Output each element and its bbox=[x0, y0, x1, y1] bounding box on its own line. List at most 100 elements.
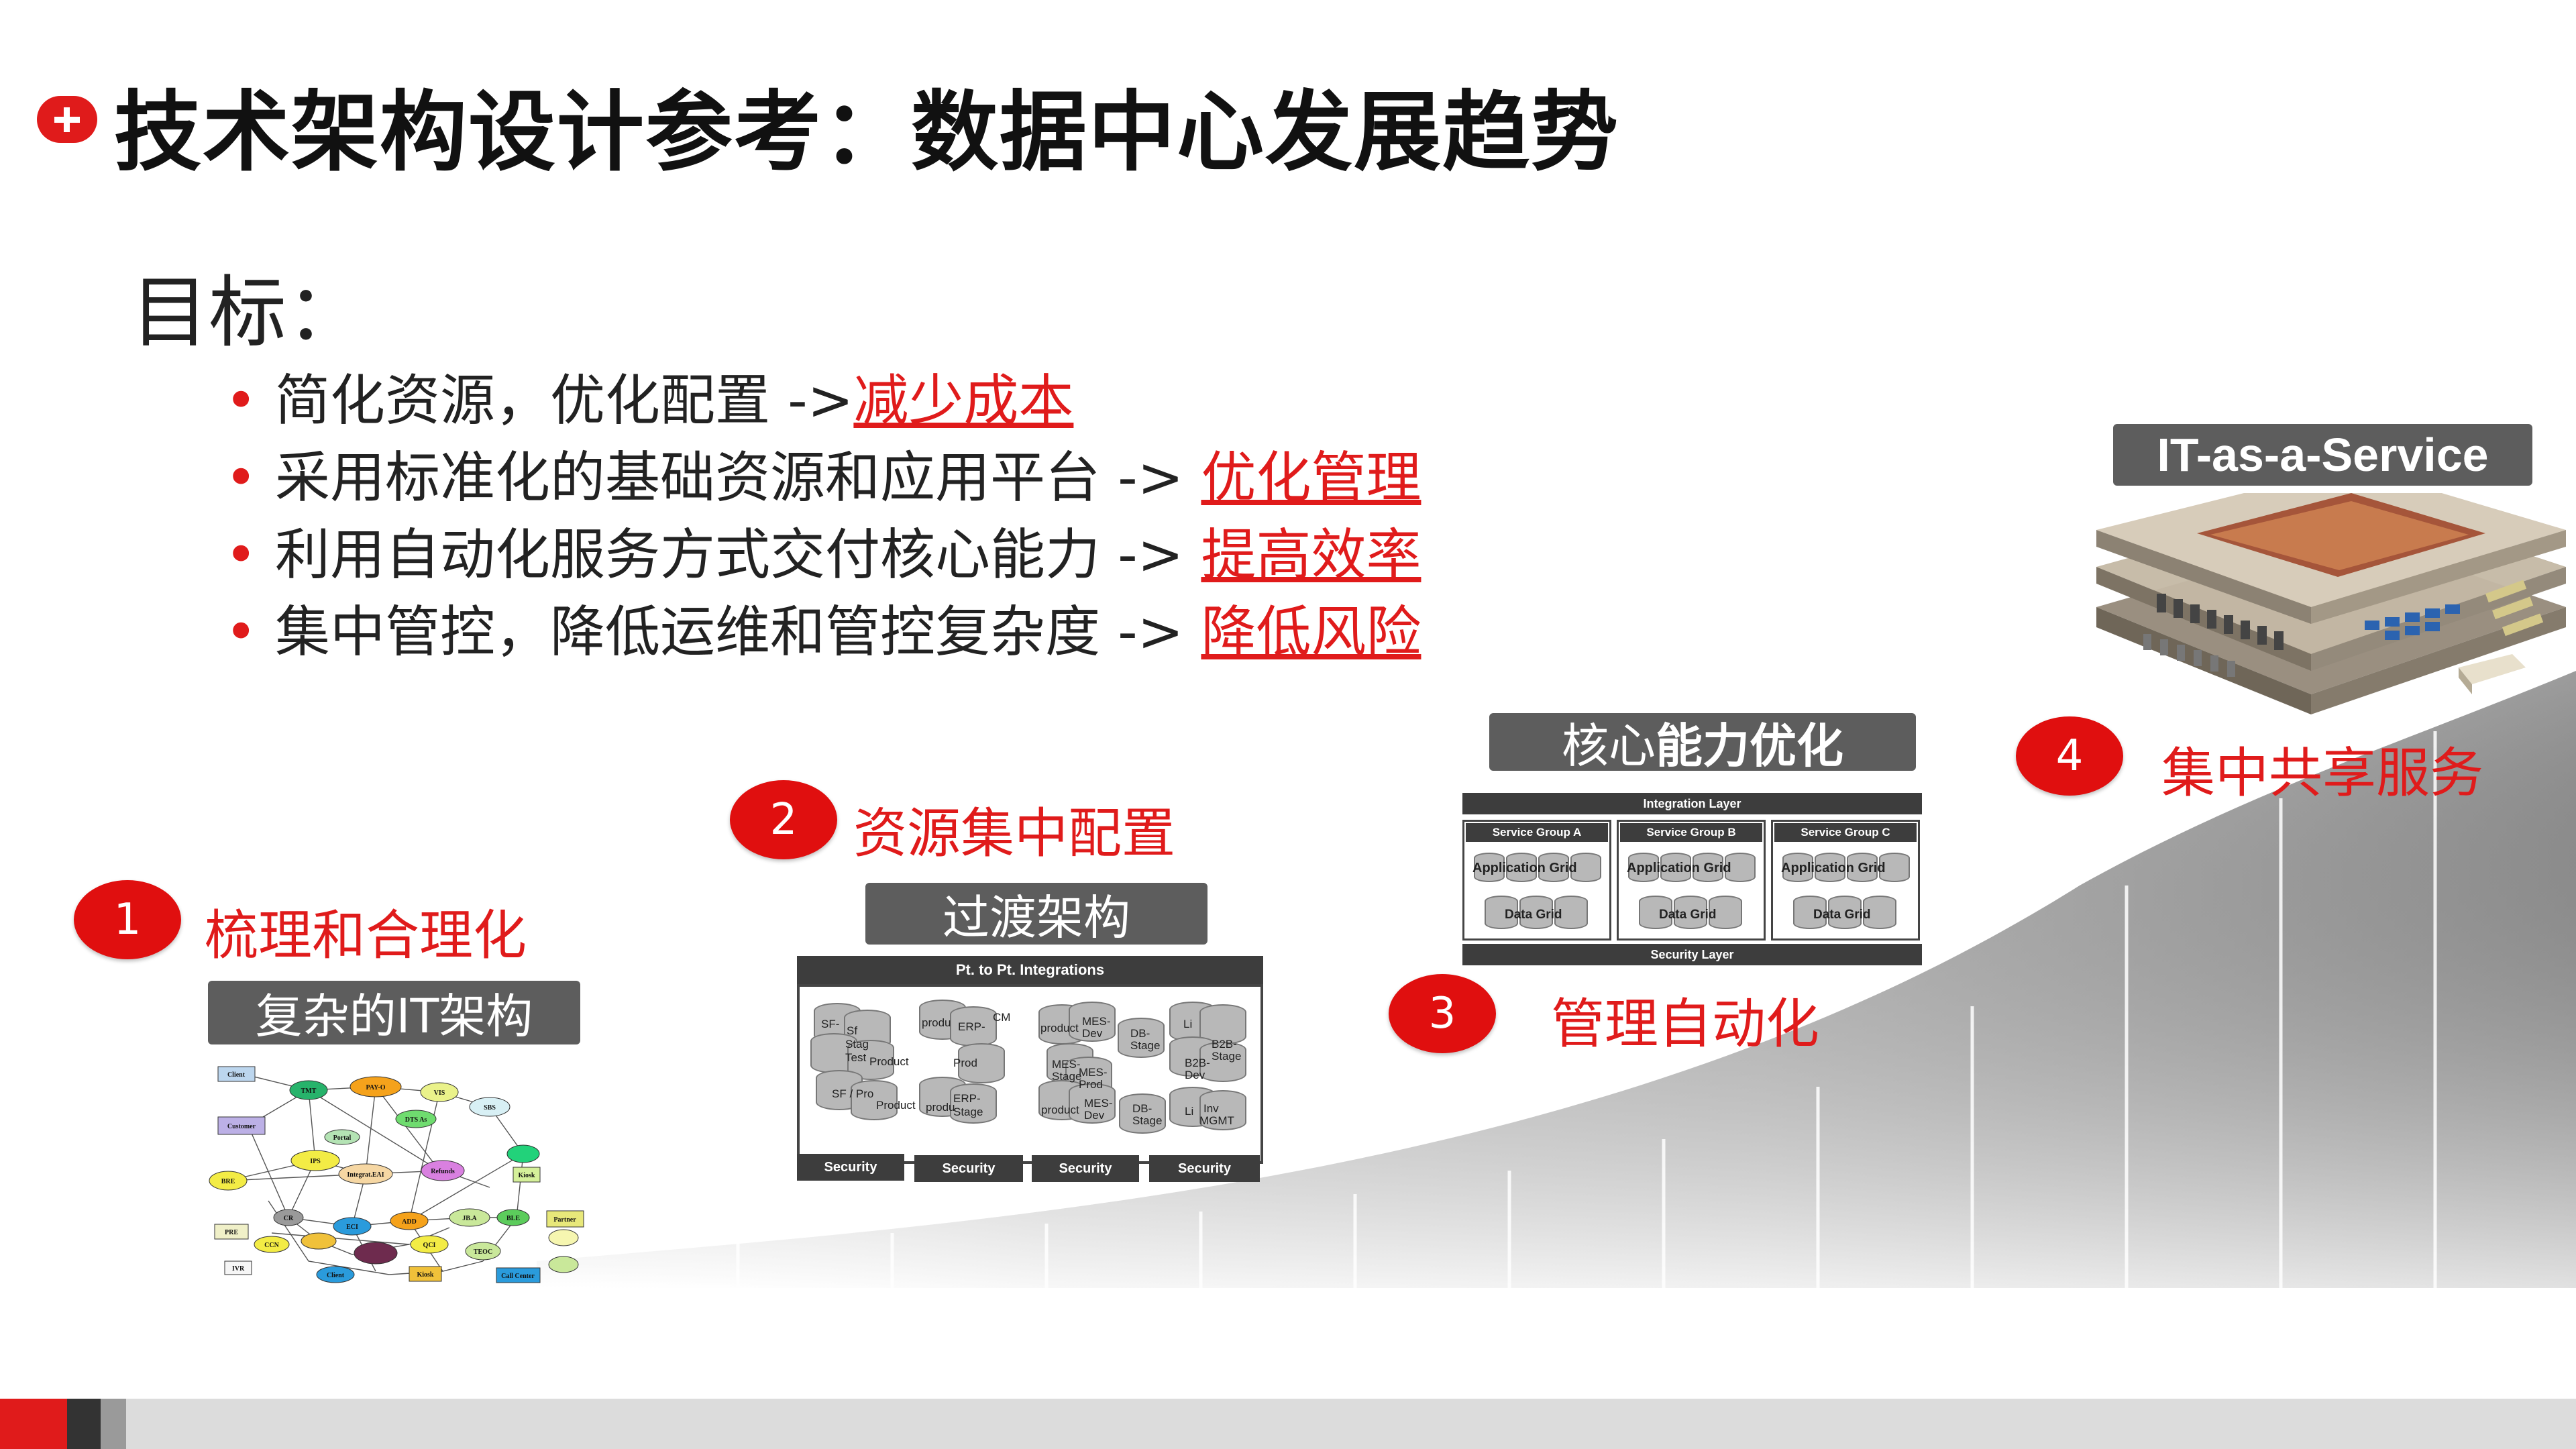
svg-text:Kiosk: Kiosk bbox=[417, 1271, 433, 1279]
stage-4-tag: IT-as-a-Service bbox=[2113, 424, 2532, 486]
db-label: produ bbox=[922, 1016, 951, 1029]
goal-result: 减少成本 bbox=[853, 369, 1074, 433]
security-bar: Security bbox=[914, 1155, 1023, 1182]
db-label: ERP- bbox=[953, 1092, 981, 1105]
goal-text: 简化资源，优化配置 -> bbox=[275, 369, 854, 433]
integration-bar: Pt. to Pt. Integrations bbox=[797, 956, 1263, 984]
db-label: MES- bbox=[1084, 1097, 1113, 1110]
stage-3-tag: 核心能力优化 bbox=[1489, 713, 1916, 773]
bullet-icon: • bbox=[225, 369, 258, 433]
footer-accent-gray bbox=[101, 1399, 126, 1449]
application-grid-label: Application Grid bbox=[1781, 861, 1886, 875]
svg-text:Call Center: Call Center bbox=[501, 1273, 535, 1280]
db-label: Li bbox=[1185, 1105, 1194, 1118]
svg-text:IVR: IVR bbox=[232, 1265, 245, 1273]
db-label: Stage bbox=[1132, 1114, 1163, 1127]
service-group-a: Service Group A Application Grid Data Gr… bbox=[1462, 820, 1611, 941]
footer-accent-red bbox=[0, 1399, 67, 1449]
svg-text:CR: CR bbox=[284, 1215, 294, 1222]
stage-3-tag-plain: 核心 bbox=[1562, 718, 1656, 773]
svg-text:ECI: ECI bbox=[346, 1224, 358, 1231]
db-label: Li bbox=[1183, 1018, 1193, 1030]
application-grid-label: Application Grid bbox=[1627, 861, 1731, 875]
service-group-name: Service Group C bbox=[1774, 823, 1917, 842]
db-label: Prod bbox=[953, 1057, 977, 1069]
db-label: Stage bbox=[1052, 1070, 1082, 1083]
db-label: Product bbox=[876, 1099, 916, 1112]
goal-item: •集中管控，降低运维和管控复杂度 -> 降低风险 bbox=[225, 587, 1421, 667]
stage-3-tag-bold: 能力优化 bbox=[1656, 718, 1843, 773]
db-label: MES- bbox=[1052, 1058, 1081, 1071]
svg-text:BLE: BLE bbox=[506, 1215, 520, 1222]
db-label: Dev bbox=[1185, 1069, 1205, 1081]
db-label: CM bbox=[993, 1011, 1011, 1024]
svg-text:SBS: SBS bbox=[484, 1104, 496, 1112]
db-label: MGMT bbox=[1199, 1114, 1234, 1127]
db-label: Prod bbox=[1079, 1078, 1103, 1091]
db-label: SF / Pro bbox=[832, 1087, 874, 1100]
security-bar: Security bbox=[797, 1154, 904, 1181]
footer-accent-dark bbox=[67, 1399, 101, 1449]
db-label: Stag bbox=[845, 1038, 869, 1051]
data-grid-label: Data Grid bbox=[1813, 908, 1871, 922]
svg-text:CCN: CCN bbox=[264, 1242, 279, 1249]
svg-text:VIS: VIS bbox=[434, 1089, 445, 1097]
db-label: Stage bbox=[1212, 1050, 1242, 1063]
goal-item: • 简化资源，优化配置 ->减少成本 bbox=[225, 356, 1073, 435]
footer-bar bbox=[0, 1399, 2576, 1449]
db-label: ERP- bbox=[958, 1020, 985, 1033]
application-grid-label: Application Grid bbox=[1472, 861, 1577, 875]
stage-1-tag: 复杂的IT架构 bbox=[208, 981, 580, 1044]
db-label: Test bbox=[845, 1051, 867, 1064]
transition-diagram: Pt. to Pt. Integrations SF- Sf Stag Test… bbox=[797, 956, 1263, 1187]
bullet-icon: • bbox=[225, 446, 258, 510]
svg-text:Refunds: Refunds bbox=[431, 1168, 455, 1175]
service-group-name: Service Group A bbox=[1466, 823, 1608, 842]
db-label: B2B- bbox=[1185, 1057, 1210, 1069]
service-group-name: Service Group B bbox=[1620, 823, 1762, 842]
db-label: Inv bbox=[1203, 1102, 1219, 1115]
svg-text:PRE: PRE bbox=[225, 1229, 238, 1236]
stage-2-label: 资源集中配置 bbox=[853, 802, 1175, 865]
db-label: DB- bbox=[1132, 1102, 1152, 1115]
svg-text:QCI: QCI bbox=[423, 1242, 436, 1249]
goal-result: 优化管理 bbox=[1201, 446, 1421, 510]
db-label: Dev bbox=[1084, 1109, 1105, 1122]
stage-4-label: 集中共享服务 bbox=[2161, 742, 2483, 804]
db-label: produ bbox=[926, 1101, 955, 1114]
bullet-icon: • bbox=[225, 600, 258, 664]
core-capability-diagram: Integration Layer Service Group A Applic… bbox=[1462, 793, 1922, 969]
svg-text:ADD: ADD bbox=[402, 1218, 417, 1226]
data-grid-label: Data Grid bbox=[1659, 908, 1717, 922]
db-label: Stage bbox=[1130, 1039, 1161, 1052]
svg-text:IPS: IPS bbox=[310, 1158, 321, 1165]
db-label: B2B- bbox=[1212, 1038, 1237, 1051]
security-bar: Security bbox=[1032, 1155, 1139, 1182]
svg-text:Client: Client bbox=[227, 1071, 246, 1079]
growth-curve bbox=[537, 671, 2576, 1288]
svg-text:Customer: Customer bbox=[227, 1123, 256, 1130]
db-label: SF- bbox=[821, 1018, 840, 1030]
db-label: Sf bbox=[847, 1024, 858, 1037]
svg-text:BRE: BRE bbox=[221, 1178, 235, 1185]
svg-text:Kiosk: Kiosk bbox=[518, 1172, 535, 1179]
security-bar: Security bbox=[1149, 1155, 1260, 1182]
stage-1-label: 梳理和合理化 bbox=[205, 904, 527, 967]
stage-2-tag: 过渡架构 bbox=[865, 883, 1208, 945]
stage-2-badge: 2 bbox=[730, 780, 837, 859]
stage-1-badge: 1 bbox=[74, 880, 181, 959]
db-label: Stage bbox=[953, 1106, 983, 1118]
svg-text:PAY-O: PAY-O bbox=[366, 1084, 385, 1091]
stage-3-label: 管理自动化 bbox=[1551, 993, 1819, 1055]
page-title: 技术架构设计参考：数据中心发展趋势 bbox=[114, 81, 1620, 183]
stage-4-badge: 4 bbox=[2016, 716, 2123, 796]
db-label: product bbox=[1041, 1104, 1079, 1116]
goal-item: •采用标准化的基础资源和应用平台 -> 优化管理 bbox=[225, 433, 1421, 513]
goal-text: 利用自动化服务方式交付核心能力 -> bbox=[275, 523, 1201, 587]
title-plus-icon bbox=[37, 96, 97, 143]
stage-3-badge: 3 bbox=[1389, 974, 1496, 1053]
db-label: Product bbox=[869, 1055, 909, 1068]
security-layer-bar: Security Layer bbox=[1462, 944, 1922, 965]
goal-text: 集中管控，降低运维和管控复杂度 -> bbox=[275, 600, 1201, 664]
